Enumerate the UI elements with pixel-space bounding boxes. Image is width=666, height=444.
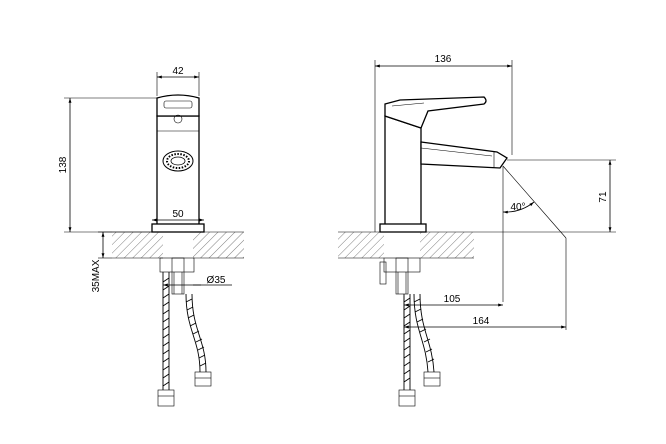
front-view: 42 138 50 35MAX Ø35 — [58, 66, 244, 407]
dim-body-width: 42 — [172, 66, 184, 77]
side-faucet-body — [384, 115, 422, 227]
dim-total-length: 136 — [435, 54, 452, 65]
dim-hole-diameter: Ø35 — [207, 275, 226, 286]
dim-max-counter-thickness: 35MAX — [91, 259, 102, 292]
dim-spout-reach: 105 — [444, 294, 461, 305]
front-handle — [156, 94, 200, 117]
dim-spout-height: 71 — [598, 191, 609, 203]
side-base — [379, 223, 427, 233]
dim-spout-angle: 40° — [510, 202, 525, 213]
side-spout — [420, 141, 508, 169]
side-handle — [384, 96, 487, 129]
side-view: 136 71 40° 105 164 — [338, 54, 616, 407]
dim-overall-reach: 164 — [473, 316, 490, 327]
front-hose-right — [185, 293, 201, 373]
dim-total-height: 138 — [58, 156, 69, 173]
dim-base-width: 50 — [172, 209, 184, 220]
front-base — [151, 223, 205, 233]
